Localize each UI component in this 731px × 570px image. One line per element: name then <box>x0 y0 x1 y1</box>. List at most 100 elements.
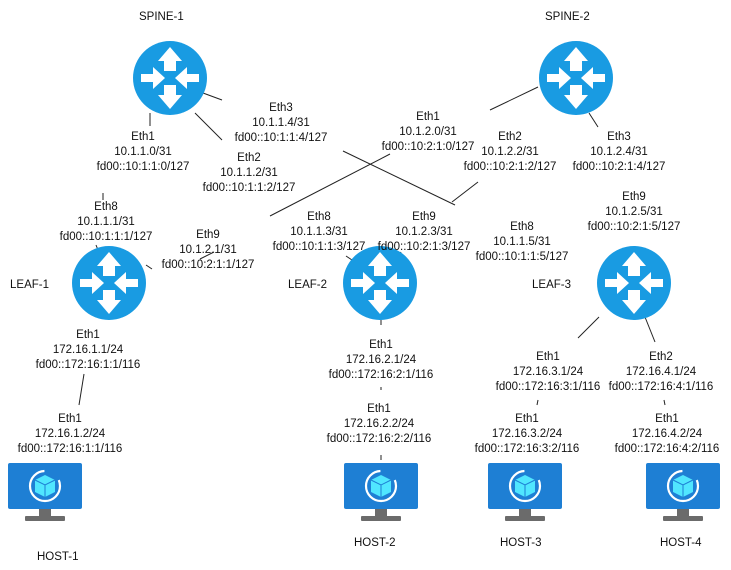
iface-host2-eth1: Eth1 172.16.2.2/24 fd00::172:16:2:2/116 <box>327 403 432 445</box>
iface-ipv4: 10.1.2.2/31 <box>481 146 539 158</box>
iface-ipv4: 10.1.1.5/31 <box>493 236 551 248</box>
iface-leaf2-eth1: Eth1 172.16.2.1/24 fd00::172:16:2:1/116 <box>329 339 434 381</box>
iface-ipv4: 172.16.3.1/24 <box>513 366 584 378</box>
iface-name: Eth3 <box>269 102 293 114</box>
spine1-label: SPINE-1 <box>139 11 184 23</box>
host2-monitor-icon <box>342 461 420 523</box>
iface-ipv6: fd00::172:16:3:1/116 <box>496 381 601 393</box>
iface-ipv4: 10.1.1.1/31 <box>77 216 135 228</box>
iface-leaf3-eth8: Eth8 10.1.1.5/31 fd00::10:1:1:5/127 <box>476 221 569 263</box>
iface-name: Eth8 <box>307 211 331 223</box>
iface-ipv6: fd00::10:2:1:4/127 <box>573 161 666 173</box>
iface-spine2-eth2: Eth2 10.1.2.2/31 fd00::10:2:1:2/127 <box>464 131 557 173</box>
host3-label: HOST-3 <box>500 537 542 549</box>
host3-monitor-icon <box>486 461 564 523</box>
iface-name: Eth1 <box>369 339 393 351</box>
iface-ipv4: 10.1.2.0/31 <box>399 126 457 138</box>
iface-ipv6: fd00::172:16:2:2/116 <box>327 433 432 445</box>
iface-name: Eth9 <box>196 229 220 241</box>
iface-host4-eth1: Eth1 172.16.4.2/24 fd00::172:16:4:2/116 <box>615 413 720 455</box>
iface-ipv4: 172.16.4.1/24 <box>626 366 697 378</box>
iface-ipv4: 10.1.1.4/31 <box>252 117 310 129</box>
link-spine2-leaf1 <box>269 153 391 217</box>
iface-ipv4: 10.1.2.5/31 <box>605 206 663 218</box>
host2-label: HOST-2 <box>354 537 396 549</box>
host1-monitor-icon <box>6 461 84 523</box>
iface-ipv4: 172.16.1.1/24 <box>53 344 124 356</box>
iface-ipv4: 10.1.2.1/31 <box>179 244 237 256</box>
leaf2-label: LEAF-2 <box>288 279 327 291</box>
link-spine2-leaf1-stub <box>199 251 215 260</box>
iface-ipv4: 172.16.2.2/24 <box>344 418 415 430</box>
iface-ipv4: 172.16.1.2/24 <box>35 428 106 440</box>
iface-ipv4: 172.16.3.2/24 <box>492 428 563 440</box>
iface-ipv6: fd00::10:1:1:3/127 <box>273 241 366 253</box>
iface-leaf1-eth8: Eth8 10.1.1.1/31 fd00::10:1:1:1/127 <box>60 201 153 243</box>
link-spine1-leaf3-lower <box>342 150 456 206</box>
iface-ipv6: fd00::172:16:4:1/116 <box>609 381 714 393</box>
iface-leaf3-eth2: Eth2 172.16.4.1/24 fd00::172:16:4:1/116 <box>609 351 714 393</box>
iface-name: Eth2 <box>649 351 673 363</box>
link-spine2-leaf2-lower <box>451 181 479 203</box>
iface-name: Eth9 <box>412 211 436 223</box>
iface-ipv6: fd00::10:1:1:4/127 <box>235 132 328 144</box>
link-spine2-leaf3 <box>588 112 599 128</box>
iface-ipv6: fd00::10:2:1:1/127 <box>162 259 255 271</box>
iface-name: Eth8 <box>94 201 118 213</box>
leaf1-label: LEAF-1 <box>10 279 49 291</box>
link-leaf3-host4 <box>644 316 656 343</box>
iface-ipv4: 172.16.4.2/24 <box>632 428 703 440</box>
link-spine1-leaf3-upper <box>202 92 223 101</box>
iface-name: Eth1 <box>58 413 82 425</box>
iface-ipv4: 10.1.1.0/31 <box>114 146 172 158</box>
iface-ipv4: 10.1.1.2/31 <box>220 167 278 179</box>
iface-leaf1-eth1: Eth1 172.16.1.1/24 fd00::172:16:1:1/116 <box>36 329 141 371</box>
iface-ipv6: fd00::10:1:1:0/127 <box>97 161 190 173</box>
link-leaf3-host4-lower <box>663 399 666 406</box>
iface-leaf2-eth9: Eth9 10.1.2.3/31 fd00::10:2:1:3/127 <box>378 211 471 253</box>
iface-ipv6: fd00::172:16:2:1/116 <box>329 369 434 381</box>
iface-name: Eth9 <box>622 191 646 203</box>
leaf1-router-icon <box>72 246 146 320</box>
iface-ipv6: fd00::10:2:1:5/127 <box>588 221 681 233</box>
host4-label: HOST-4 <box>660 537 702 549</box>
iface-name: Eth1 <box>131 131 155 143</box>
iface-name: Eth1 <box>536 351 560 363</box>
link-spine2-leaf2-upper <box>489 86 539 111</box>
host1-label: HOST-1 <box>37 551 79 563</box>
iface-ipv4: 172.16.2.1/24 <box>346 354 417 366</box>
iface-leaf3-eth9: Eth9 10.1.2.5/31 fd00::10:2:1:5/127 <box>588 191 681 233</box>
iface-spine1-eth2: Eth2 10.1.1.2/31 fd00::10:1:1:2/127 <box>203 152 296 194</box>
iface-name: Eth1 <box>76 329 100 341</box>
link-leaf3-host3 <box>577 316 600 339</box>
spine2-label: SPINE-2 <box>545 11 590 23</box>
iface-ipv6: fd00::172:16:1:1/116 <box>36 359 141 371</box>
iface-name: Eth8 <box>510 221 534 233</box>
iface-ipv6: fd00::172:16:4:2/116 <box>615 443 720 455</box>
iface-spine2-eth3: Eth3 10.1.2.4/31 fd00::10:2:1:4/127 <box>573 131 666 173</box>
iface-leaf2-eth8: Eth8 10.1.1.3/31 fd00::10:1:1:3/127 <box>273 211 366 253</box>
link-leaf1-eth9 <box>145 264 153 270</box>
iface-name: Eth1 <box>367 403 391 415</box>
leaf3-router-icon <box>597 246 671 320</box>
iface-ipv6: fd00::10:1:1:2/127 <box>203 182 296 194</box>
iface-ipv6: fd00::172:16:1:1/116 <box>18 443 123 455</box>
link-spine1-leaf2 <box>194 112 223 141</box>
link-leaf1-host1 <box>78 373 85 406</box>
iface-spine1-eth1: Eth1 10.1.1.0/31 fd00::10:1:1:0/127 <box>97 131 190 173</box>
iface-spine2-eth1: Eth1 10.1.2.0/31 fd00::10:2:1:0/127 <box>382 111 475 153</box>
spine1-router-icon <box>133 41 207 115</box>
iface-name: Eth1 <box>655 413 679 425</box>
iface-ipv6: fd00::10:1:1:1/127 <box>60 231 153 243</box>
iface-name: Eth2 <box>498 131 522 143</box>
iface-ipv4: 10.1.2.3/31 <box>395 226 453 238</box>
iface-host3-eth1: Eth1 172.16.3.2/24 fd00::172:16:3:2/116 <box>475 413 580 455</box>
iface-name: Eth1 <box>515 413 539 425</box>
iface-ipv4: 10.1.2.4/31 <box>590 146 648 158</box>
iface-name: Eth2 <box>237 152 261 164</box>
iface-ipv4: 10.1.1.3/31 <box>290 226 348 238</box>
link-leaf3-host3-lower <box>536 399 539 406</box>
iface-ipv6: fd00::10:2:1:0/127 <box>382 141 475 153</box>
